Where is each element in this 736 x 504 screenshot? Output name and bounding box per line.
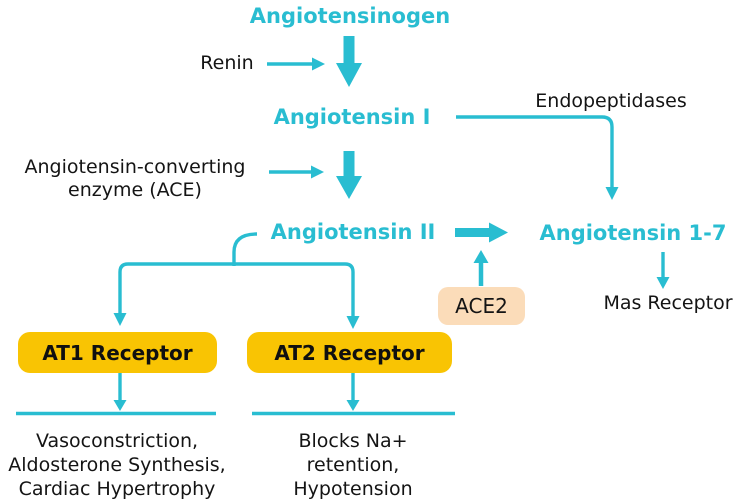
angiotensin-ii-branch	[113, 232, 360, 329]
at2-effects-text: Blocks Na+ retention, Hypotension	[253, 429, 453, 501]
label-ace: Angiotensin-converting enzyme (ACE)	[8, 156, 262, 202]
label-endopeptidases: Endopeptidases	[535, 90, 687, 112]
node-angiotensin-ii: Angiotensin II	[270, 220, 436, 244]
angiotensin-ii-to-1-7-arrow	[455, 222, 508, 243]
label-mas-receptor: Mas Receptor	[603, 292, 733, 314]
angiotensin-i-to-ii-arrow	[336, 151, 362, 199]
endopeptidases-path-arrow	[456, 115, 619, 200]
at2-receptor-box: AT2 Receptor	[247, 332, 452, 373]
label-ace-line2: enzyme (ACE)	[68, 179, 202, 201]
ace2-arrow	[473, 250, 489, 286]
at2-effect-line1: Blocks Na+	[298, 430, 408, 452]
ace2-box: ACE2	[438, 287, 525, 325]
ace-arrow	[269, 165, 324, 179]
angiotensinogen-to-angiotensin-i-arrow	[336, 36, 362, 87]
at1-effects-text: Vasoconstriction, Aldosterone Synthesis,…	[0, 429, 234, 501]
renin-arrow	[267, 57, 325, 71]
at2-effect-line3: Hypotension	[293, 478, 413, 500]
at1-effect-line1: Vasoconstriction,	[35, 430, 199, 452]
label-ace-line1: Angiotensin-converting	[24, 156, 246, 178]
label-renin: Renin	[200, 52, 254, 74]
at2-effect-line2: retention,	[306, 454, 400, 476]
node-angiotensinogen: Angiotensinogen	[249, 4, 451, 28]
at1-effect-line2: Aldosterone Synthesis,	[8, 454, 226, 476]
at1-receptor-box: AT1 Receptor	[18, 332, 217, 373]
node-angiotensin-i: Angiotensin I	[273, 105, 431, 129]
node-angiotensin-1-7: Angiotensin 1-7	[539, 221, 727, 245]
at1-output-arrow	[16, 373, 216, 416]
angiotensin-1-7-to-mas-arrow	[656, 252, 670, 289]
at2-output-arrow	[252, 373, 455, 416]
at1-effect-line3: Cardiac Hypertrophy	[18, 478, 216, 500]
